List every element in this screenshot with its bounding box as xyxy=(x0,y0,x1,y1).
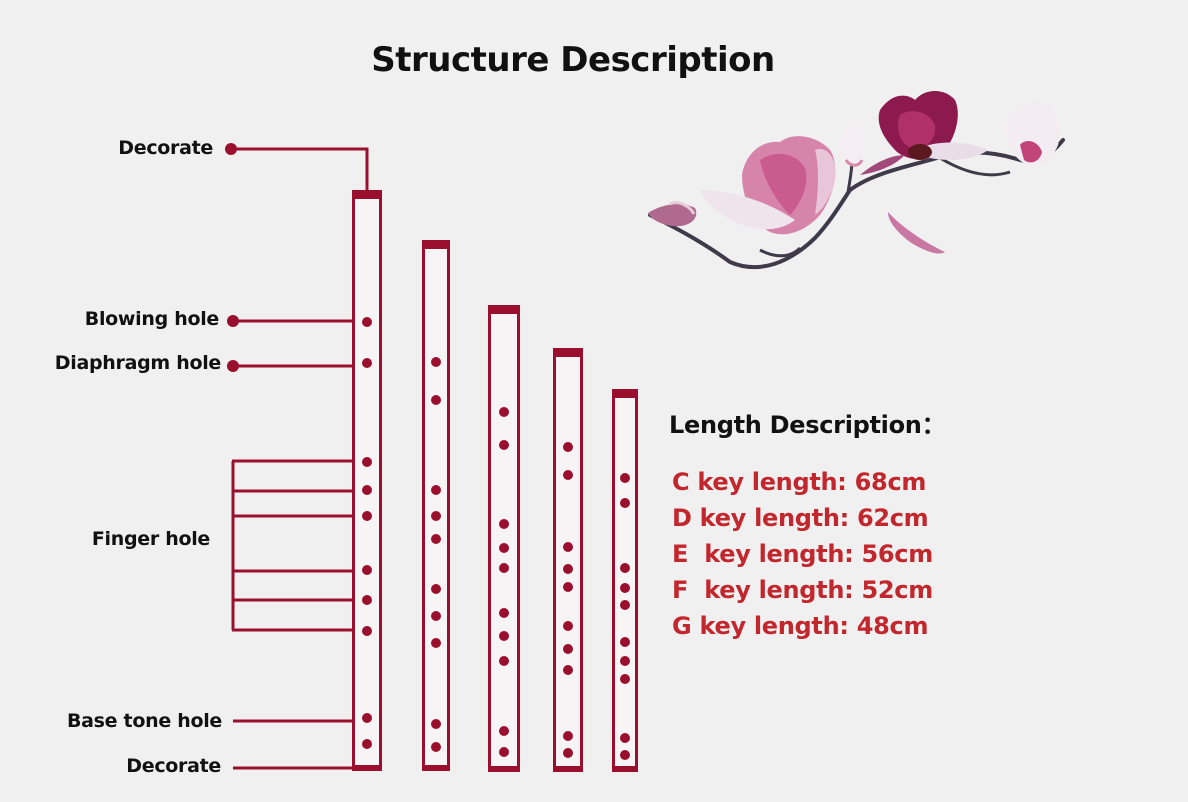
flute-hole xyxy=(620,674,630,684)
flute-hole xyxy=(563,621,573,631)
flute-hole xyxy=(563,442,573,452)
flute-hole xyxy=(620,637,630,647)
flute-bottom-cap xyxy=(352,765,382,771)
flute-hole xyxy=(431,584,441,594)
flute-hole xyxy=(431,742,441,752)
flute-hole xyxy=(499,726,509,736)
label-decorate-top: Decorate xyxy=(118,137,213,159)
flute-hole xyxy=(563,542,573,552)
flute-hole xyxy=(620,563,630,573)
flute-hole xyxy=(431,719,441,729)
length-item-d: D key length: 62cm xyxy=(672,504,929,532)
flute-hole xyxy=(563,582,573,592)
flute-hole xyxy=(499,543,509,553)
flute-hole xyxy=(362,626,372,636)
flute-hole xyxy=(499,656,509,666)
flute-body xyxy=(553,348,583,772)
flute-hole xyxy=(431,485,441,495)
flute-hole xyxy=(563,564,573,574)
flute-hole xyxy=(620,473,630,483)
branch-twig xyxy=(759,246,802,258)
branch-twig xyxy=(939,156,1011,177)
flute-top-cap xyxy=(488,305,520,314)
flute-hole xyxy=(362,485,372,495)
length-item-e: E key length: 56cm xyxy=(672,540,933,568)
flute-g xyxy=(612,389,638,772)
length-list: C key length: 68cm D key length: 62cm E … xyxy=(672,464,933,644)
bud-white xyxy=(838,123,864,166)
flute-hole xyxy=(362,457,372,467)
flute-c xyxy=(352,190,382,771)
flute-body xyxy=(352,190,382,771)
leader-dot xyxy=(227,360,239,372)
flute-hole xyxy=(431,611,441,621)
flutes xyxy=(352,190,638,772)
flower-white-right xyxy=(1005,101,1060,166)
flute-hole xyxy=(620,733,630,743)
flute-hole xyxy=(431,638,441,648)
flute-hole xyxy=(362,713,372,723)
flute-hole xyxy=(620,583,630,593)
flute-hole xyxy=(499,631,509,641)
flute-bottom-cap xyxy=(488,766,520,772)
label-blowing-hole: Blowing hole xyxy=(84,308,220,330)
magnolia-branch-image xyxy=(648,91,1065,270)
label-base-tone-hole: Base tone hole xyxy=(66,710,222,732)
bud-left xyxy=(648,203,697,227)
length-item-g: G key length: 48cm xyxy=(672,612,929,640)
flute-hole xyxy=(620,600,630,610)
flute-top-cap xyxy=(422,240,450,249)
length-item-c: C key length: 68cm xyxy=(672,468,927,496)
flute-body xyxy=(422,240,450,771)
flute-hole xyxy=(499,563,509,573)
flute-body xyxy=(488,305,520,772)
flute-bottom-cap xyxy=(612,766,638,772)
flute-hole xyxy=(362,595,372,605)
branch xyxy=(648,138,1065,270)
flute-hole xyxy=(431,511,441,521)
flute-hole xyxy=(431,395,441,405)
length-description-title: Length Description： xyxy=(669,411,946,439)
flute-hole xyxy=(499,747,509,757)
flute-body xyxy=(612,389,638,772)
label-leaders xyxy=(225,143,369,770)
flute-hole xyxy=(563,665,573,675)
flute-hole xyxy=(620,750,630,760)
flute-hole xyxy=(563,731,573,741)
fallen-petal xyxy=(888,212,945,254)
flute-d xyxy=(422,240,450,771)
flute-hole xyxy=(362,358,372,368)
flute-hole xyxy=(431,357,441,367)
flute-e xyxy=(488,305,520,772)
page-title: Structure Description xyxy=(371,40,775,80)
flute-f xyxy=(553,348,583,772)
length-item-f: F key length: 52cm xyxy=(672,576,933,604)
flute-hole xyxy=(563,748,573,758)
label-decorate-bottom: Decorate xyxy=(126,755,221,777)
flute-hole xyxy=(620,498,630,508)
flute-hole xyxy=(563,644,573,654)
flute-hole xyxy=(620,656,630,666)
flute-bottom-cap xyxy=(422,765,450,771)
label-diaphragm-hole: Diaphragm hole xyxy=(54,352,222,374)
flute-hole xyxy=(431,534,441,544)
label-finger-hole: Finger hole xyxy=(91,528,210,550)
flute-hole xyxy=(499,440,509,450)
flute-hole xyxy=(499,407,509,417)
flute-hole xyxy=(499,519,509,529)
flute-hole xyxy=(362,317,372,327)
leader-decorate-top xyxy=(231,147,369,190)
flute-bottom-cap xyxy=(553,766,583,772)
flute-hole xyxy=(362,565,372,575)
flute-hole xyxy=(563,470,573,480)
flute-hole xyxy=(499,608,509,618)
flute-top-cap xyxy=(553,348,583,357)
leader-dot xyxy=(227,315,239,327)
flute-hole xyxy=(362,739,372,749)
flute-hole xyxy=(362,511,372,521)
flute-top-cap xyxy=(352,190,382,199)
flute-top-cap xyxy=(612,389,638,398)
leader-dot xyxy=(225,143,237,155)
